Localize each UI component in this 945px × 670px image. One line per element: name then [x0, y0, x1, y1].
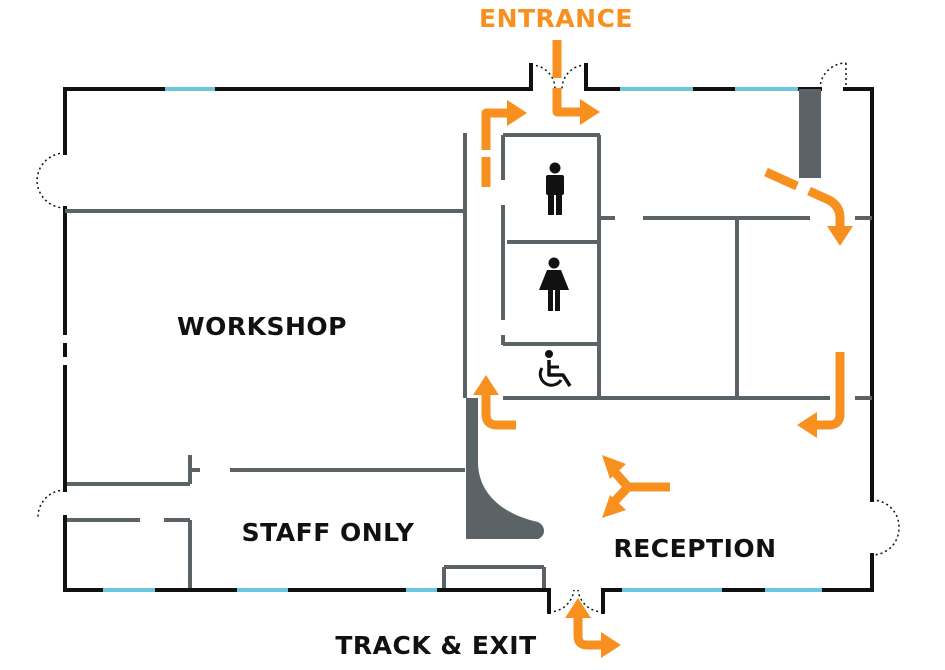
- windows: [103, 87, 822, 592]
- accessible-toilet-icon: [538, 350, 572, 387]
- door-swings: [36, 62, 900, 613]
- workshop-label: WORKSHOP: [177, 312, 347, 341]
- staff-only-label: STAFF ONLY: [242, 518, 415, 547]
- entrance-label: ENTRANCE: [479, 4, 633, 33]
- reception-desk: [466, 398, 544, 539]
- column: [799, 89, 821, 178]
- interior-walls: [65, 133, 872, 588]
- track-exit-label: TRACK & EXIT: [335, 631, 536, 660]
- female-toilet-icon: [539, 257, 569, 311]
- route-arrows: [473, 40, 853, 658]
- male-toilet-icon: [546, 162, 564, 215]
- reception-label: RECEPTION: [613, 534, 776, 563]
